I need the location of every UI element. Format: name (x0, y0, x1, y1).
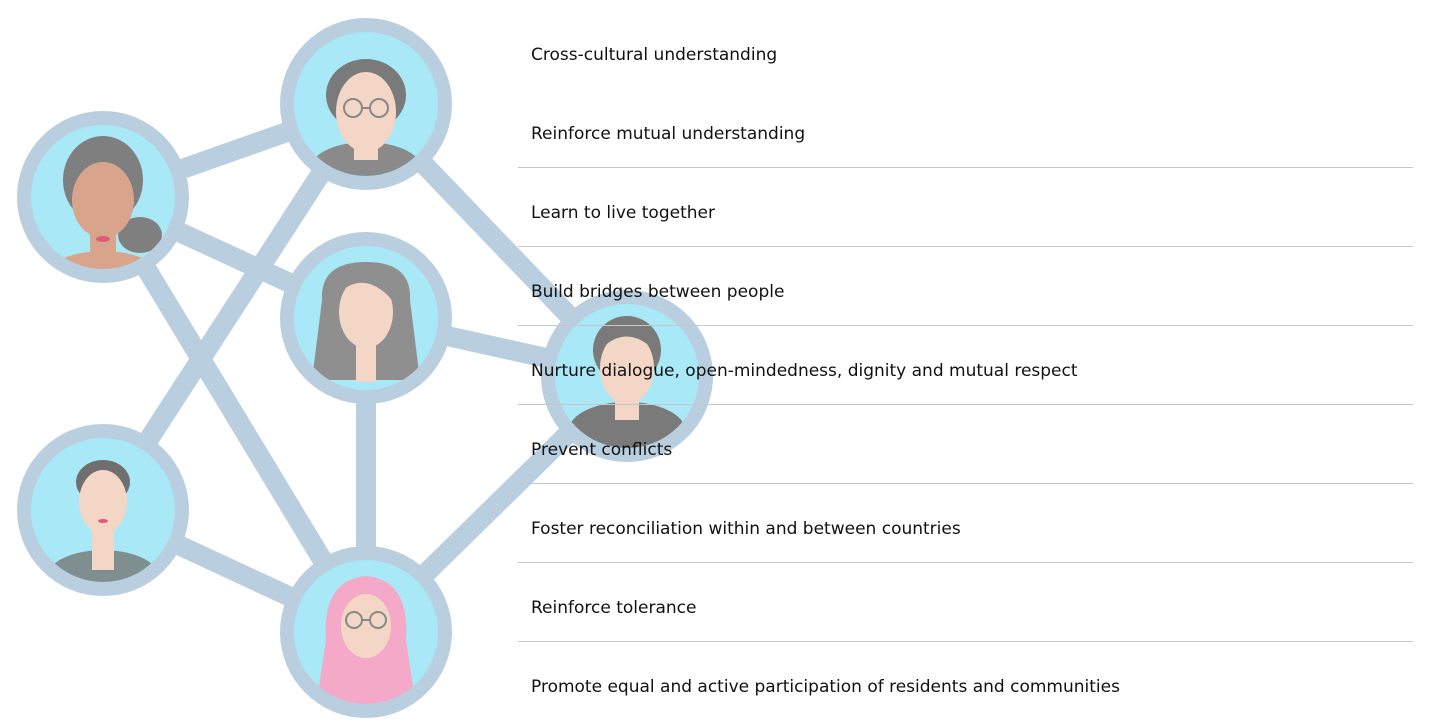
list-item: Promote equal and active participation o… (518, 644, 1413, 723)
avatar-woman-right (541, 290, 713, 462)
list-item-label: Cross-cultural understanding (531, 45, 778, 65)
row-divider (518, 167, 1413, 168)
list-item: Prevent conflicts (518, 407, 1413, 486)
list-item: Reinforce mutual understanding (518, 91, 1413, 170)
list-item-label: Foster reconciliation within and between… (531, 519, 961, 539)
list-item: Learn to live together (518, 170, 1413, 249)
list-item-label: Reinforce tolerance (531, 598, 697, 618)
list-item-label: Reinforce mutual understanding (531, 124, 806, 144)
list-item: Nurture dialogue, open-mindedness, digni… (518, 328, 1413, 407)
list-item-label: Prevent conflicts (531, 440, 673, 460)
list-item: Cross-cultural understanding (518, 12, 1413, 91)
list-item: Build bridges between people (518, 249, 1413, 328)
row-divider (518, 483, 1413, 484)
row-divider (518, 246, 1413, 247)
avatar-woman-hijab (280, 546, 452, 718)
row-divider (518, 641, 1413, 642)
list-item: Reinforce tolerance (518, 565, 1413, 644)
list-item-label: Promote equal and active participation o… (531, 677, 1120, 697)
list-item-label: Build bridges between people (531, 282, 785, 302)
people-network-illustration (17, 18, 713, 718)
list-item-label: Nurture dialogue, open-mindedness, digni… (531, 361, 1078, 381)
row-divider (518, 325, 1413, 326)
avatar-woman-long-hair (280, 232, 452, 404)
row-divider (518, 404, 1413, 405)
row-divider (518, 562, 1413, 563)
objectives-list: Cross-cultural understanding Reinforce m… (518, 0, 1413, 724)
list-item-label: Learn to live together (531, 203, 715, 223)
avatar-man-left (17, 424, 189, 596)
avatar-person-glasses-top (280, 18, 452, 190)
avatar-woman-left (17, 111, 189, 283)
list-item: Foster reconciliation within and between… (518, 486, 1413, 565)
